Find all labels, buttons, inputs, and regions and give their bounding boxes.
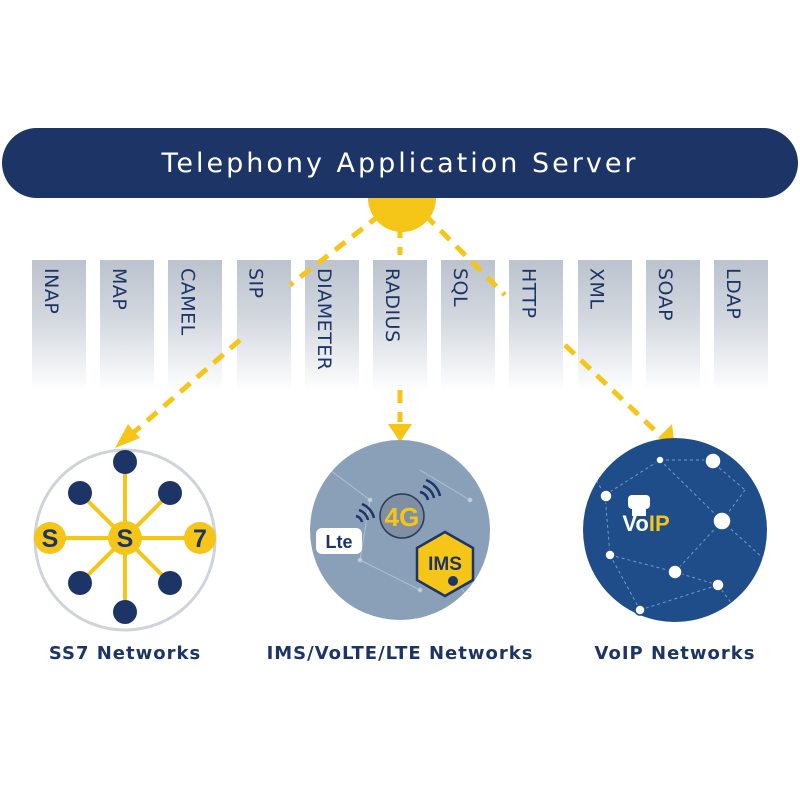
arrowhead-center <box>388 424 412 442</box>
ims-label: IMS <box>428 554 462 575</box>
connector-lines <box>123 213 667 442</box>
server-title: Telephony Application Server <box>161 147 639 179</box>
sun-hub-icon <box>368 198 436 232</box>
ims-icon: IMS <box>415 530 475 598</box>
ims-network-icon: 4G Lte IMS <box>310 440 490 620</box>
ss7-network-icon: S S 7 <box>33 448 217 632</box>
voip-logo-vo: Vo <box>622 511 648 536</box>
voip-phone-icon <box>628 495 650 516</box>
ims-caption: IMS/VoLTE/LTE Networks <box>266 643 534 664</box>
voip-caption: VoIP Networks <box>594 643 756 664</box>
lte-icon: Lte <box>316 502 376 554</box>
connector-right-lower <box>563 343 667 442</box>
connector-left <box>288 213 382 287</box>
ss7-right-letter: 7 <box>193 525 207 553</box>
4g-label: 4G <box>385 502 420 532</box>
ss7-center-node <box>108 521 142 555</box>
ss7-center-letter: S <box>117 525 134 553</box>
lte-label: Lte <box>326 532 353 552</box>
voip-network-icon: VoIP <box>583 438 767 622</box>
connector-right <box>423 213 507 297</box>
arrowhead-left <box>115 424 140 448</box>
ss7-right-node <box>184 522 216 554</box>
ss7-left-node <box>34 522 66 554</box>
voip-logo: VoIP <box>622 511 669 536</box>
connector-left-lower <box>123 338 242 442</box>
ss7-left-letter: S <box>42 525 59 553</box>
server-banner: Telephony Application Server <box>2 128 798 198</box>
voip-logo-ip: IP <box>649 511 670 536</box>
ss7-caption: SS7 Networks <box>48 643 202 664</box>
4g-icon: 4G <box>379 478 442 539</box>
